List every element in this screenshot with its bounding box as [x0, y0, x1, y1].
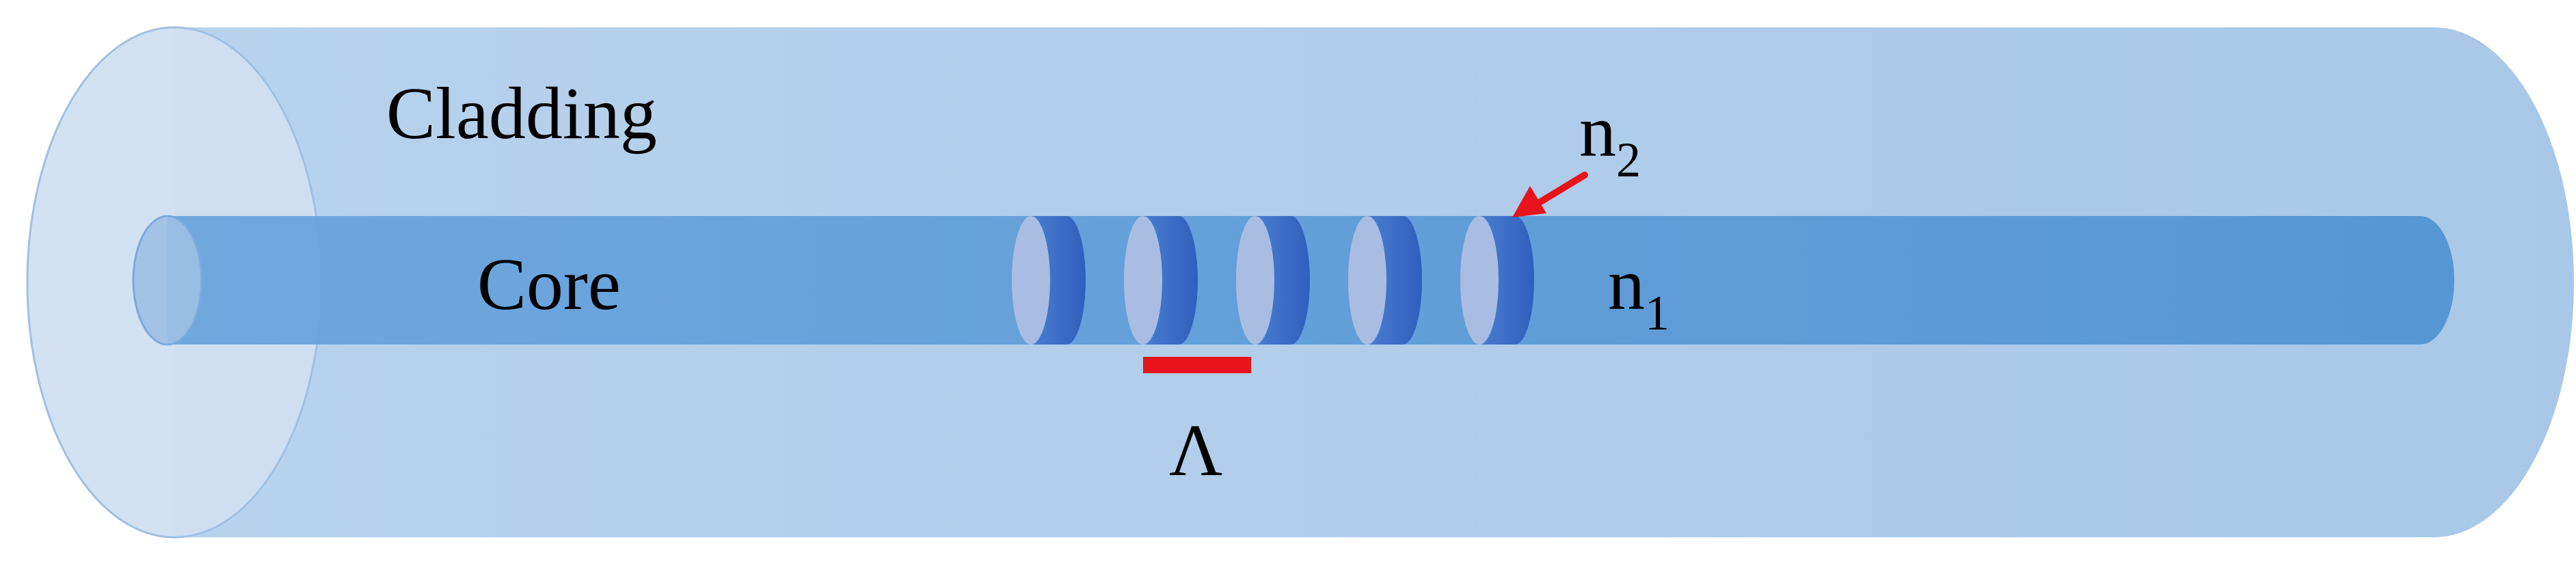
grating-element: [1124, 216, 1198, 345]
core-end-face-rim: [132, 215, 203, 346]
core: [132, 215, 2454, 346]
grating-element: [1236, 216, 1310, 345]
grating-element: [1460, 216, 1534, 345]
n1-label: n1: [1608, 244, 1669, 340]
grating: [1012, 216, 1534, 345]
grating-element: [1348, 216, 1422, 345]
n2-label-subscript: 2: [1616, 133, 1641, 187]
n1-label-base: n: [1608, 244, 1645, 325]
grating-element: [1012, 216, 1086, 345]
core-body: [167, 216, 2454, 345]
grating-element-light: [1236, 216, 1274, 345]
core-end-face: [133, 216, 202, 345]
core-label: Core: [477, 244, 621, 325]
grating-element-light: [1124, 216, 1162, 345]
grating-element-light: [1460, 216, 1499, 345]
n1-label-subscript: 1: [1645, 286, 1669, 340]
grating-element-light: [1012, 216, 1050, 345]
period-bar: [1143, 357, 1251, 373]
n2-label: n2: [1579, 91, 1641, 187]
grating-element-light: [1348, 216, 1386, 345]
cladding-label: Cladding: [386, 73, 657, 154]
period-label: Λ: [1169, 410, 1222, 491]
n2-label-base: n: [1579, 91, 1616, 172]
arrow-icon: [1512, 172, 1588, 217]
